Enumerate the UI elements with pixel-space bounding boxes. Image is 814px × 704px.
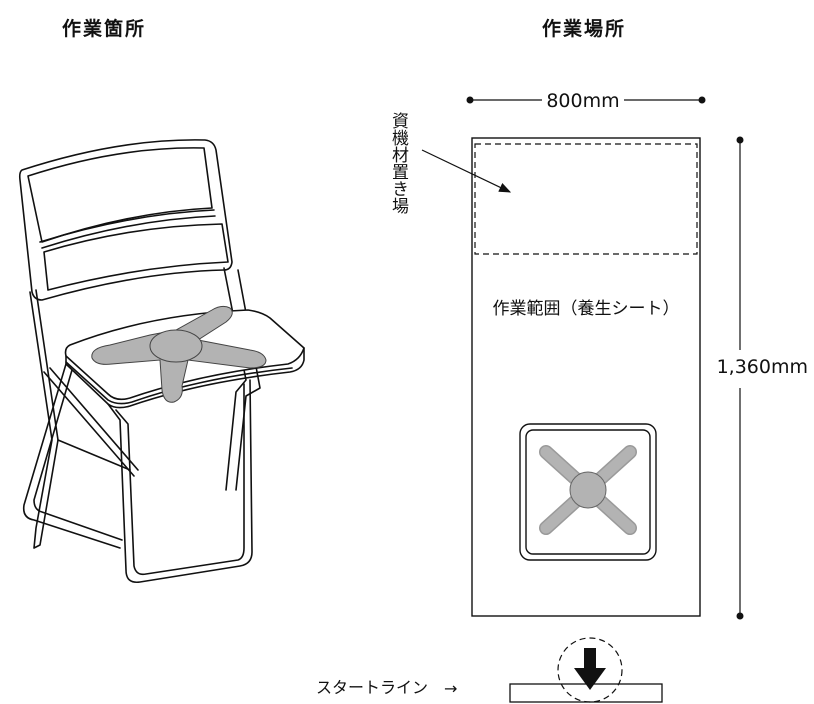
storage-zone <box>474 143 698 255</box>
storage-label: 資機材置き場 <box>388 112 409 215</box>
width-label: 800mm <box>546 90 619 112</box>
start-line-arrow: → <box>444 679 457 698</box>
part-box <box>519 423 657 561</box>
cross-spider-part-icon <box>539 445 637 535</box>
height-dimension: 1,360mm <box>717 136 808 620</box>
height-label: 1,360mm <box>717 356 808 378</box>
folding-chair-icon <box>18 139 305 584</box>
start-marker-circle <box>557 637 623 703</box>
workspace-area <box>471 137 701 617</box>
down-arrow-icon <box>574 648 606 690</box>
width-dimension: 800mm <box>466 90 706 112</box>
start-line-label: スタートライン <box>316 678 428 697</box>
right-heading: 作業場所 <box>542 18 627 40</box>
storage-pointer-arrow <box>421 149 512 193</box>
left-heading: 作業箇所 <box>62 18 147 40</box>
area-label: 作業範囲（養生シート） <box>493 299 680 319</box>
start-line-bar <box>509 683 663 703</box>
cross-spider-part-icon <box>91 305 267 403</box>
start-line: スタートライン → <box>316 637 663 703</box>
